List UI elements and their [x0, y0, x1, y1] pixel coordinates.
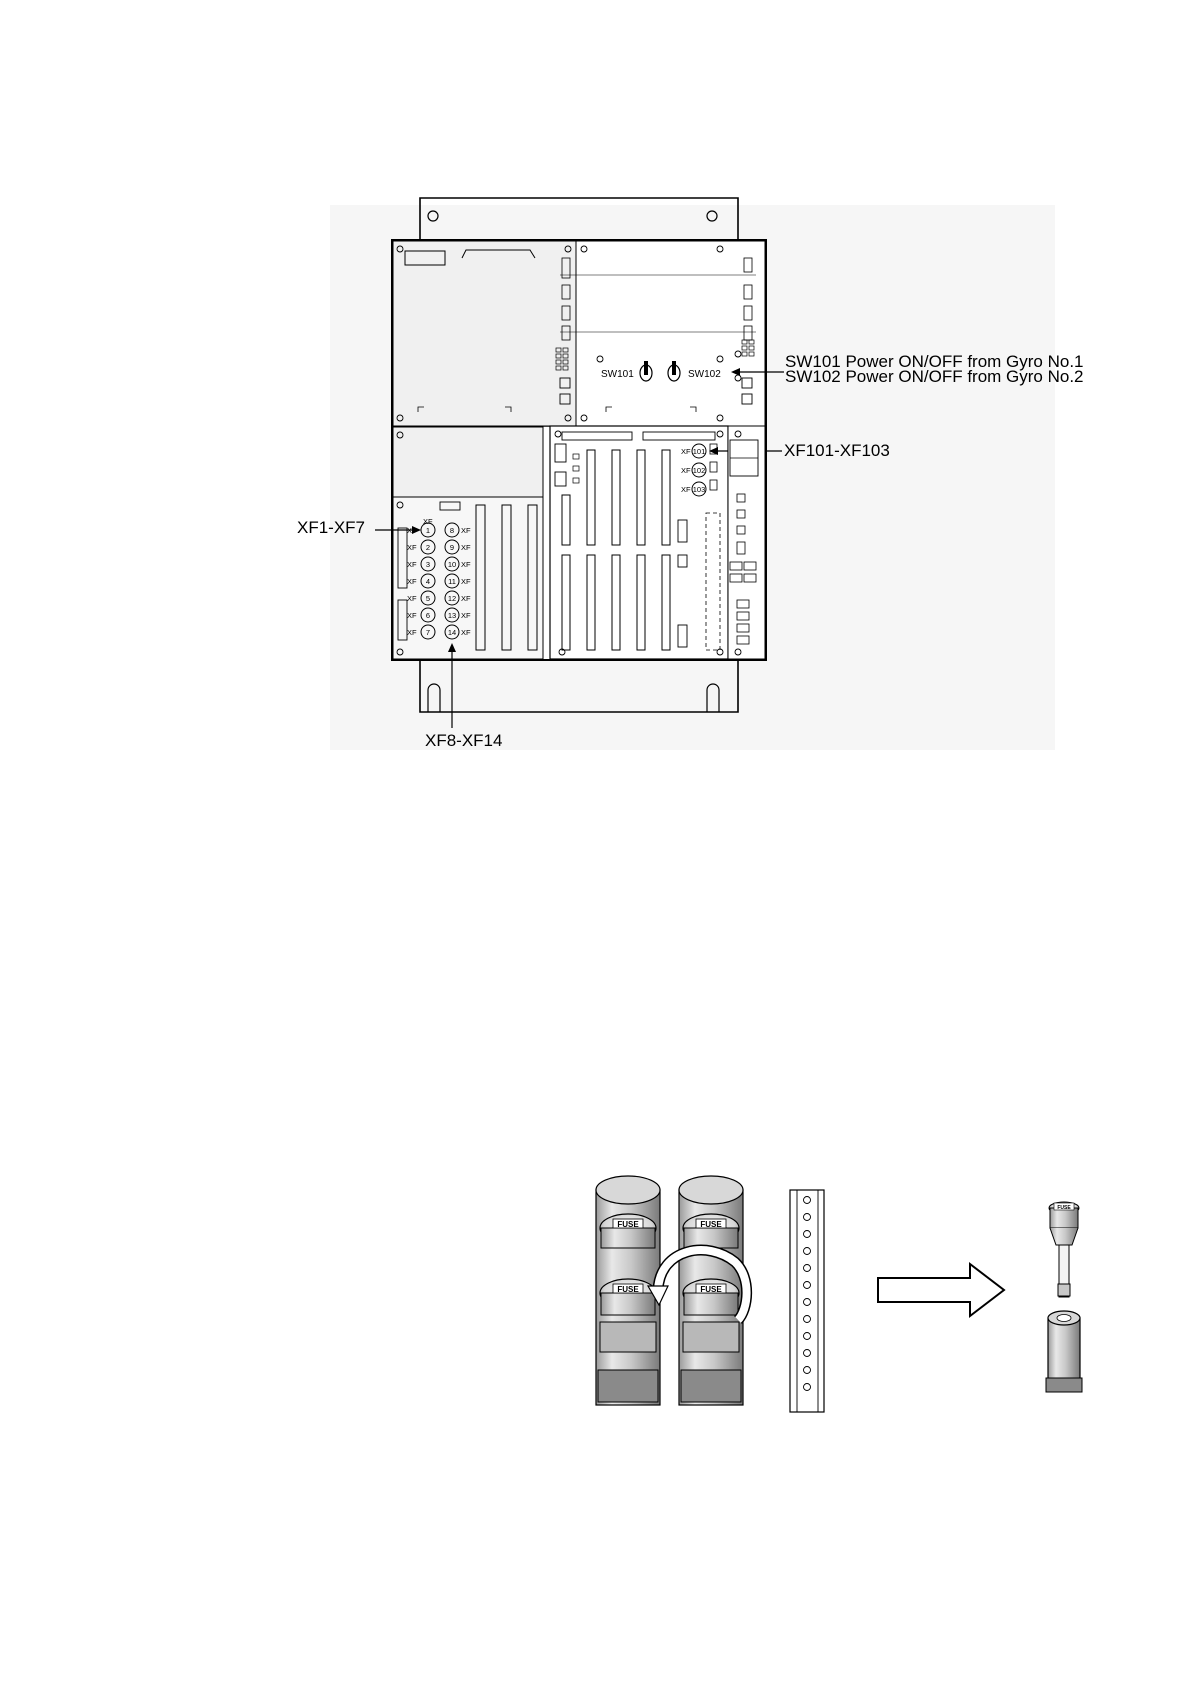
fuse-number: 8	[450, 526, 454, 535]
fuse-number: 10	[448, 560, 456, 569]
upper-left-panel	[393, 241, 576, 426]
fuse-cap-icon[interactable]: FUSE	[683, 1279, 739, 1315]
fuse-number: 1	[426, 526, 430, 535]
fuse-cap-text: FUSE	[700, 1285, 722, 1294]
sw102-callout-text: SW102 Power ON/OFF from Gyro No.2	[785, 367, 1084, 386]
fuse-number-103: 103	[693, 485, 706, 494]
fuse-number: 3	[426, 560, 430, 569]
terminal-strip-side-view	[790, 1190, 824, 1412]
xf-prefix-label: XF	[407, 577, 417, 586]
xf-prefix-label: XF	[407, 628, 417, 637]
removed-fuse-cap-text: FUSE	[1057, 1205, 1071, 1211]
xf101-xf103-callout-text: XF101-XF103	[784, 441, 890, 460]
xf-suffix-label: XF	[461, 543, 471, 552]
fuse-number: 7	[426, 628, 430, 637]
fuse-xf101[interactable]: 101	[692, 444, 706, 458]
xf-suffix-label: XF	[461, 611, 471, 620]
fuse-number: 9	[450, 543, 454, 552]
xf-suffix-label: XF	[461, 594, 471, 603]
rotate-arrow-icon	[648, 1250, 747, 1320]
fuse-number: 12	[448, 594, 456, 603]
removed-fuse-cap-icon: FUSE	[1049, 1202, 1079, 1245]
upper-right-panel	[576, 241, 765, 426]
fuse-holder-body-icon	[1046, 1311, 1082, 1392]
xf-prefix-103: XF	[681, 485, 691, 494]
glass-fuse-icon	[1058, 1245, 1070, 1297]
xf-suffix-label: XF	[461, 526, 471, 535]
fuse-cap-text: FUSE	[617, 1220, 639, 1229]
fuse-xf102[interactable]: 102	[692, 463, 706, 477]
xf-prefix-label: XF	[407, 594, 417, 603]
fuse-cap-icon[interactable]: FUSE	[600, 1214, 656, 1248]
panel-layout-diagram: SW101 SW102 SW101 Power ON/OFF from Gyro…	[0, 0, 1191, 760]
fuse-number: 5	[426, 594, 430, 603]
middle-left-panel	[393, 427, 543, 497]
sw101-label: SW101	[601, 369, 634, 380]
fuse-number: 14	[448, 628, 456, 637]
fuse-number: 2	[426, 543, 430, 552]
xf-prefix-label: XF	[407, 560, 417, 569]
xf1-xf7-callout-text: XF1-XF7	[297, 518, 365, 537]
fuse-cap-text: FUSE	[700, 1220, 722, 1229]
xf-column-header: XF	[423, 517, 433, 526]
xf-prefix-102: XF	[681, 466, 691, 475]
fuse-number-101: 101	[693, 447, 706, 456]
fuse-xf103[interactable]: 103	[692, 482, 706, 496]
fuse-cap-icon[interactable]: FUSE	[600, 1279, 656, 1315]
sw102-label: SW102	[688, 369, 721, 380]
xf-suffix-label: XF	[461, 560, 471, 569]
xf8-xf14-callout-text: XF8-XF14	[425, 731, 502, 750]
fuse-number: 13	[448, 611, 456, 620]
fuse-number: 4	[426, 577, 430, 586]
xf-suffix-label: XF	[461, 628, 471, 637]
fuse-cap-icon[interactable]: FUSE	[683, 1214, 739, 1248]
right-arrow-icon	[878, 1264, 1004, 1316]
fuse-holder-right	[679, 1176, 743, 1405]
xf-prefix-101: XF	[681, 447, 691, 456]
fuse-number-102: 102	[693, 466, 706, 475]
fuse-cap-text: FUSE	[617, 1285, 639, 1294]
fuse-number: 6	[426, 611, 430, 620]
xf-suffix-label: XF	[461, 577, 471, 586]
xf-prefix-label: XF	[407, 611, 417, 620]
fuse-number: 11	[448, 577, 456, 586]
fuse-holder-left	[596, 1176, 660, 1405]
xf-prefix-label: XF	[407, 543, 417, 552]
central-main-board	[550, 426, 728, 659]
